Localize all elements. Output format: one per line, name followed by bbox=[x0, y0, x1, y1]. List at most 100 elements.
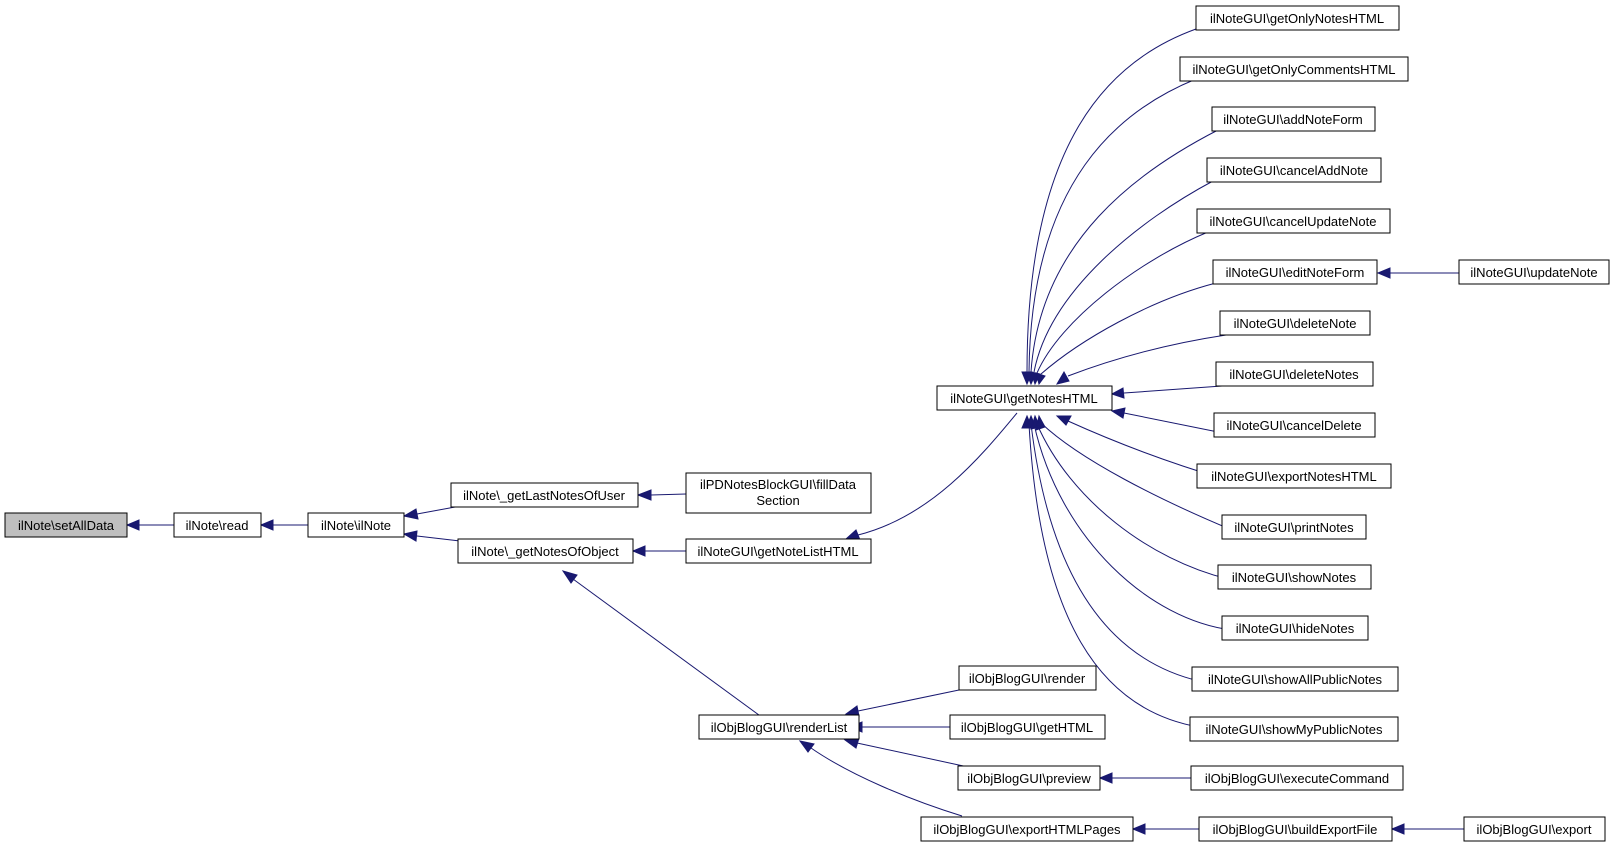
node-label[interactable]: ilNoteGUI\exportNotesHTML bbox=[1211, 469, 1376, 484]
node-getNoteListHTML[interactable]: ilNoteGUI\getNoteListHTML bbox=[685, 538, 872, 564]
node-label[interactable]: ilNoteGUI\getOnlyNotesHTML bbox=[1210, 11, 1384, 26]
arrowhead bbox=[1055, 415, 1072, 426]
node-label[interactable]: ilNoteGUI\getOnlyCommentsHTML bbox=[1193, 62, 1396, 77]
node-renderList[interactable]: ilObjBlogGUI\renderList bbox=[698, 714, 860, 740]
node-getHTML[interactable]: ilObjBlogGUI\getHTML bbox=[949, 714, 1106, 740]
node-label[interactable]: ilNote\read bbox=[186, 518, 249, 533]
node-deleteNotes[interactable]: ilNoteGUI\deleteNotes bbox=[1215, 361, 1374, 387]
node-label[interactable]: ilObjBlogGUI\render bbox=[969, 671, 1086, 686]
node-label[interactable]: ilObjBlogGUI\buildExportFile bbox=[1213, 822, 1378, 837]
node-getNotesOfObject[interactable]: ilNote\_getNotesOfObject bbox=[457, 538, 634, 564]
node-label[interactable]: ilObjBlogGUI\exportHTMLPages bbox=[933, 822, 1121, 837]
node-setAllData: ilNote\setAllData bbox=[4, 512, 128, 538]
node-getNotesHTML[interactable]: ilNoteGUI\getNotesHTML bbox=[936, 385, 1113, 411]
node-getOnlyNotesHTML[interactable]: ilNoteGUI\getOnlyNotesHTML bbox=[1195, 5, 1400, 31]
edge-printNotes-to-getNotesHTML bbox=[1040, 422, 1233, 531]
node-label[interactable]: ilNote\ilNote bbox=[321, 518, 391, 533]
node-label-line-1[interactable]: ilPDNotesBlockGUI\fillData bbox=[700, 477, 857, 492]
node-getLastNotesOfUser[interactable]: ilNote\_getLastNotesOfUser bbox=[450, 482, 639, 508]
edge-render-to-renderList bbox=[857, 689, 960, 712]
node-label[interactable]: ilNoteGUI\getNotesHTML bbox=[950, 391, 1097, 406]
node-label[interactable]: ilNoteGUI\deleteNote bbox=[1234, 316, 1357, 331]
arrowhead bbox=[1055, 370, 1070, 385]
edge-fillDataSection-to-getLastNotesOfUser bbox=[650, 493, 687, 496]
edge-getNotesHTML-to-getNoteListHTML bbox=[857, 412, 1018, 536]
arrowhead bbox=[798, 740, 815, 753]
node-exportNotesHTML[interactable]: ilNoteGUI\exportNotesHTML bbox=[1196, 463, 1392, 489]
edge-deleteNotes-to-getNotesHTML bbox=[1123, 385, 1223, 394]
node-editNoteForm[interactable]: ilNoteGUI\editNoteForm bbox=[1212, 259, 1378, 285]
node-hideNotes[interactable]: ilNoteGUI\hideNotes bbox=[1221, 615, 1369, 641]
node-fillDataSection[interactable]: ilPDNotesBlockGUI\fillData Section bbox=[685, 472, 872, 514]
node-label[interactable]: ilNoteGUI\hideNotes bbox=[1236, 621, 1355, 636]
node-deleteNote[interactable]: ilNoteGUI\deleteNote bbox=[1219, 310, 1371, 336]
arrowhead bbox=[631, 545, 646, 557]
node-label[interactable]: ilObjBlogGUI\getHTML bbox=[961, 720, 1093, 735]
arrowhead bbox=[636, 489, 652, 501]
node-label: ilNote\setAllData bbox=[18, 518, 115, 533]
arrowhead bbox=[1110, 387, 1125, 399]
node-label[interactable]: ilNoteGUI\addNoteForm bbox=[1223, 112, 1362, 127]
node-addNoteForm[interactable]: ilNoteGUI\addNoteForm bbox=[1211, 106, 1376, 132]
edge-deleteNote-to-getNotesHTML bbox=[1067, 334, 1227, 377]
node-label[interactable]: ilNoteGUI\cancelDelete bbox=[1226, 418, 1361, 433]
node-executeCommand[interactable]: ilObjBlogGUI\executeCommand bbox=[1190, 765, 1404, 791]
node-showAllPublicNotes[interactable]: ilNoteGUI\showAllPublicNotes bbox=[1191, 666, 1399, 692]
node-label[interactable]: ilNoteGUI\getNoteListHTML bbox=[697, 544, 858, 559]
edge-cancelDelete-to-getNotesHTML bbox=[1123, 412, 1219, 433]
node-exportHTMLPages[interactable]: ilObjBlogGUI\exportHTMLPages bbox=[920, 816, 1134, 842]
node-label[interactable]: ilNote\_getNotesOfObject bbox=[471, 544, 619, 559]
edge-addNoteForm-to-getNotesHTML bbox=[1030, 129, 1219, 373]
node-cancelDelete[interactable]: ilNoteGUI\cancelDelete bbox=[1213, 412, 1376, 438]
edge-exportHTMLPages-to-renderList bbox=[810, 747, 963, 817]
edges bbox=[125, 28, 1464, 835]
node-showMyPublicNotes[interactable]: ilNoteGUI\showMyPublicNotes bbox=[1189, 716, 1399, 742]
node-label[interactable]: ilNoteGUI\updateNote bbox=[1470, 265, 1597, 280]
arrowhead bbox=[1131, 823, 1146, 835]
arrowhead bbox=[1376, 267, 1391, 279]
node-ilNote[interactable]: ilNote\ilNote bbox=[307, 512, 405, 538]
node-cancelAddNote[interactable]: ilNoteGUI\cancelAddNote bbox=[1206, 157, 1382, 183]
node-export[interactable]: ilObjBlogGUI\export bbox=[1463, 816, 1606, 842]
node-label[interactable]: ilObjBlogGUI\preview bbox=[967, 771, 1091, 786]
arrowhead bbox=[402, 530, 418, 542]
node-getOnlyCommentsHTML[interactable]: ilNoteGUI\getOnlyCommentsHTML bbox=[1179, 56, 1409, 82]
edge-getOnlyCommentsHTML-to-getNotesHTML bbox=[1028, 78, 1197, 373]
arrowhead bbox=[1110, 407, 1126, 419]
node-showNotes[interactable]: ilNoteGUI\showNotes bbox=[1217, 564, 1372, 590]
edge-cancelAddNote-to-getNotesHTML bbox=[1033, 180, 1214, 373]
node-label[interactable]: ilObjBlogGUI\export bbox=[1477, 822, 1592, 837]
arrowhead bbox=[1098, 772, 1113, 784]
node-label[interactable]: ilNoteGUI\showNotes bbox=[1232, 570, 1357, 585]
node-preview[interactable]: ilObjBlogGUI\preview bbox=[957, 765, 1101, 791]
node-label[interactable]: ilNote\_getLastNotesOfUser bbox=[463, 488, 626, 503]
arrowhead bbox=[561, 570, 578, 584]
node-buildExportFile[interactable]: ilObjBlogGUI\buildExportFile bbox=[1198, 816, 1393, 842]
edge-getNotesOfObject-to-ilNote bbox=[416, 535, 461, 542]
arrowhead bbox=[1390, 823, 1405, 835]
node-render[interactable]: ilObjBlogGUI\render bbox=[958, 665, 1097, 691]
node-label[interactable]: ilNoteGUI\showAllPublicNotes bbox=[1208, 672, 1383, 687]
node-label[interactable]: ilNoteGUI\editNoteForm bbox=[1226, 265, 1365, 280]
node-label-line-2[interactable]: Section bbox=[756, 493, 799, 508]
edge-showAllPublicNotes-to-getNotesHTML bbox=[1030, 423, 1200, 682]
edge-renderList-to-getNotesOfObject bbox=[572, 578, 764, 719]
edge-cancelUpdateNote-to-getNotesHTML bbox=[1036, 231, 1209, 374]
node-read[interactable]: ilNote\read bbox=[173, 512, 262, 538]
node-updateNote[interactable]: ilNoteGUI\updateNote bbox=[1458, 259, 1610, 285]
node-label[interactable]: ilObjBlogGUI\renderList bbox=[711, 720, 848, 735]
nodes: ilNote\setAllData ilNote\read ilNote\ilN… bbox=[4, 5, 1610, 842]
node-label[interactable]: ilNoteGUI\deleteNotes bbox=[1229, 367, 1359, 382]
edge-getOnlyNotesHTML-to-getNotesHTML bbox=[1026, 28, 1197, 373]
edge-hideNotes-to-getNotesHTML bbox=[1033, 423, 1233, 631]
node-label[interactable]: ilNoteGUI\cancelUpdateNote bbox=[1210, 214, 1377, 229]
arrowhead bbox=[259, 519, 274, 531]
edge-showNotes-to-getNotesHTML bbox=[1036, 423, 1229, 580]
node-label[interactable]: ilNoteGUI\printNotes bbox=[1234, 520, 1354, 535]
node-printNotes[interactable]: ilNoteGUI\printNotes bbox=[1221, 514, 1367, 540]
node-cancelUpdateNote[interactable]: ilNoteGUI\cancelUpdateNote bbox=[1196, 208, 1391, 234]
node-label[interactable]: ilObjBlogGUI\executeCommand bbox=[1205, 771, 1389, 786]
node-label[interactable]: ilNoteGUI\cancelAddNote bbox=[1220, 163, 1368, 178]
node-label[interactable]: ilNoteGUI\showMyPublicNotes bbox=[1205, 722, 1383, 737]
